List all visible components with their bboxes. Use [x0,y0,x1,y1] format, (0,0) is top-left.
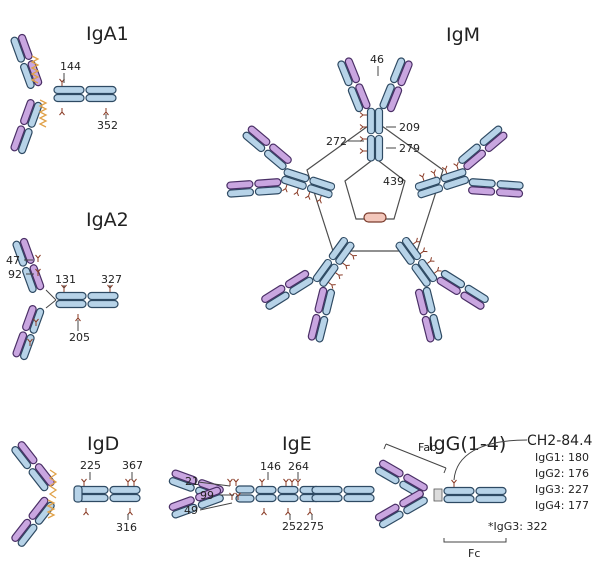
ige-site-99: 99 [200,489,214,502]
igg-subclass-4: IgG4: 177 [535,499,589,512]
igg-title: IgG(1-4) [428,433,506,455]
iga2-site-131: 131 [55,273,76,286]
ige-site-264: 264 [288,460,309,473]
ige-site-146: 146 [260,460,281,473]
iga1-title: IgA1 [86,23,129,45]
igm-site-46: 46 [370,53,384,66]
igg-fab-label: Fab [418,441,437,454]
iga2-site-92: 92 [8,268,22,281]
igd-diagram: IgD 225 367 316 [9,433,143,549]
igg-fc-label: Fc [468,547,480,560]
igd-title: IgD [87,433,119,455]
igd-site-316: 316 [116,521,137,534]
igm-title: IgM [446,24,480,46]
iga2-site-205: 205 [69,331,90,344]
iga1-site-144: 144 [60,60,81,73]
igd-site-367: 367 [122,459,143,472]
ige-site-21: 21 [185,475,199,488]
iga2-diagram: IgA2 47 92 131 327 205 [6,209,129,362]
igg-subclass-3: IgG3: 227 [535,483,589,496]
ige-diagram: IgE 146 264 21 99 49 252 275 [167,433,375,533]
igg-subclass-2: IgG2: 176 [535,467,589,480]
ige-site-275: 275 [303,520,324,533]
iga1-site-352: 352 [97,119,118,132]
igm-diagram: IgM 46 272 209 279 439 [222,24,527,347]
igm-site-209: 209 [399,121,420,134]
igd-site-225: 225 [80,459,101,472]
ige-site-252: 252 [282,520,303,533]
iga1-diagram: IgA1 144 352 [9,23,129,156]
igm-site-272: 272 [326,135,347,148]
iga2-site-47: 47 [6,254,20,267]
igm-site-439: 439 [383,175,404,188]
ige-site-49: 49 [184,504,198,517]
igg-ch2-label: CH2-84.4 [527,433,593,449]
igg-igg3-note: *IgG3: 322 [488,520,547,533]
igg-diagram: IgG(1-4) Fab Fc CH2-84.4 IgG1: 180 IgG2:… [373,433,593,560]
igm-site-279: 279 [399,142,420,155]
iga2-site-327: 327 [101,273,122,286]
iga2-title: IgA2 [86,209,129,231]
j-chain [363,212,387,223]
igg-subclass-1: IgG1: 180 [535,451,589,464]
ige-title: IgE [282,433,312,455]
